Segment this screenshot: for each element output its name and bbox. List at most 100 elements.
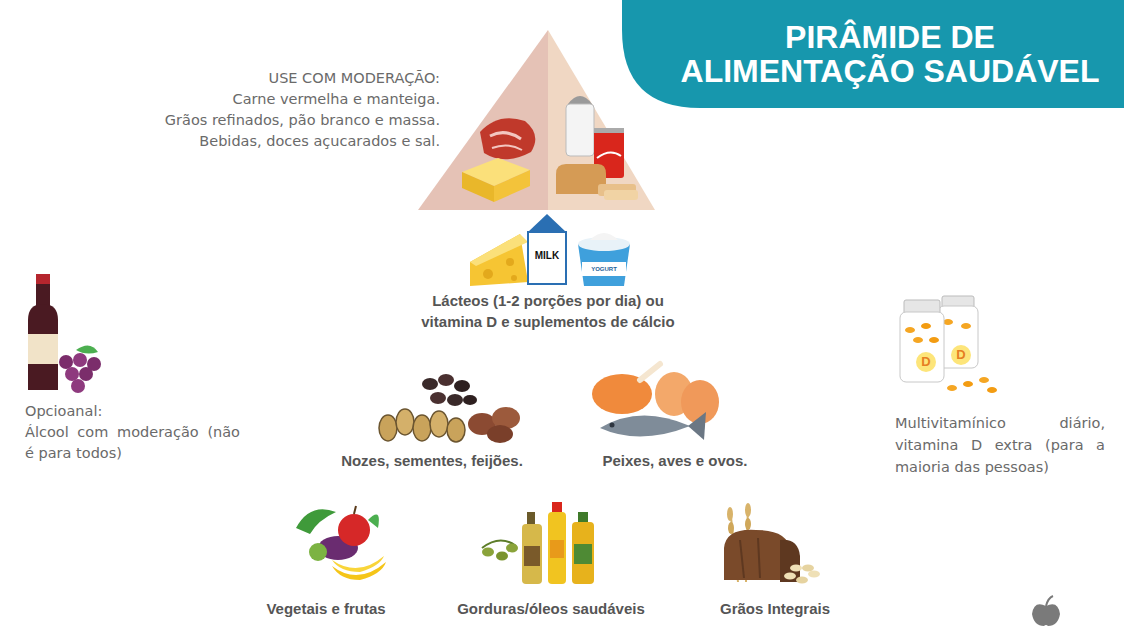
cheese-icon-part bbox=[470, 234, 528, 266]
fruits-vegetables-icon-part bbox=[354, 506, 356, 514]
oil-bottles-icon-part bbox=[524, 546, 540, 566]
yogurt-cup-icon-part bbox=[590, 233, 618, 240]
beans-icon-part bbox=[422, 378, 438, 390]
grapes-icon-part bbox=[71, 379, 85, 393]
olives-icon-part bbox=[482, 548, 494, 557]
walnuts-icon-part bbox=[487, 425, 513, 443]
band-fill bbox=[683, 500, 890, 631]
milk-carton-icon-part bbox=[528, 214, 566, 232]
band-fill bbox=[375, 226, 722, 334]
butter-icon-part bbox=[462, 172, 494, 202]
vitamin-bottles-icon-part bbox=[987, 387, 997, 393]
band-text-holder: Nozes, sementes, feijões. bbox=[317, 450, 547, 471]
grapes-icon-part bbox=[59, 355, 73, 369]
wine-bottle-icon-part bbox=[28, 304, 58, 390]
olives-icon bbox=[482, 540, 518, 560]
title-banner-part bbox=[622, 0, 1124, 108]
food-group-band: Grãos Integrais bbox=[683, 500, 890, 631]
milk-carton-icon bbox=[528, 214, 566, 284]
pyramid-top-triangle bbox=[418, 30, 655, 210]
meat-icon bbox=[480, 118, 535, 159]
note-text: Carne vermelha e manteiga. bbox=[100, 89, 440, 110]
vitamin-bottles-icon-part bbox=[905, 327, 915, 333]
grains-icon bbox=[784, 565, 820, 584]
fruits-vegetables-icon-part bbox=[338, 514, 370, 546]
food-group-label: Gorduras/óleos saudáveis bbox=[431, 598, 671, 619]
bread-loaf-icon-part bbox=[740, 540, 744, 578]
beans-icon-part bbox=[430, 392, 446, 404]
grapes-icon bbox=[59, 345, 101, 393]
oil-bottles-icon-part bbox=[527, 512, 535, 524]
cheese-icon-part bbox=[506, 258, 514, 266]
wine-bottle-icon-part bbox=[36, 274, 50, 306]
wine-bottle-icon bbox=[28, 274, 58, 390]
band-text-holder: Vegetais e frutas bbox=[231, 598, 421, 619]
band-fill bbox=[210, 500, 420, 631]
oil-bottles-icon-part bbox=[552, 502, 562, 512]
olives-icon-part bbox=[496, 552, 508, 561]
oil-bottles-icon bbox=[522, 502, 594, 584]
band-text-holder: Lácteos (1-2 porções por dia) ou vitamin… bbox=[408, 290, 688, 332]
grapes-icon-part bbox=[65, 367, 79, 381]
band-text-holder: Gorduras/óleos saudáveis bbox=[431, 598, 671, 619]
note-text: Álcool com moderação (não é para todos) bbox=[25, 422, 240, 464]
icon-label: MILK bbox=[497, 250, 597, 262]
label-holder: Grãos refinados, pão branco e massa. bbox=[100, 110, 440, 131]
icon-label: D bbox=[911, 348, 1011, 362]
grains-icon-part bbox=[796, 577, 808, 584]
beans-icon-part bbox=[447, 394, 463, 406]
cheese-icon bbox=[470, 234, 528, 286]
bread-icon-part bbox=[604, 190, 638, 200]
yogurt-cup-icon bbox=[578, 233, 630, 286]
food-group-band: Gorduras/óleos saudáveis bbox=[430, 500, 673, 631]
label-holder: Álcool com moderação (não é para todos) bbox=[25, 422, 240, 464]
vitamin-bottles-icon-part bbox=[947, 385, 957, 391]
fruits-vegetables-icon-part bbox=[309, 543, 327, 561]
grapes-icon-part bbox=[79, 367, 93, 381]
fish-icon-part bbox=[600, 415, 690, 436]
title-banner bbox=[622, 0, 1124, 108]
fish-icon-part bbox=[688, 412, 706, 440]
seeds-icon-part bbox=[379, 415, 397, 441]
label-holder: Bebidas, doces açucarados e sal. bbox=[100, 131, 440, 152]
vitamin-bottles-icon-part bbox=[961, 323, 971, 329]
label-holder: MILK bbox=[497, 250, 597, 262]
band-fill bbox=[292, 352, 549, 485]
beans-icon bbox=[422, 374, 477, 406]
bread-loaf-icon-part bbox=[758, 538, 760, 578]
wine-bottle-icon-part bbox=[36, 274, 50, 284]
chicken-icon-part bbox=[640, 364, 660, 380]
wine-bottle-icon-part bbox=[28, 334, 58, 364]
food-group-label: Nozes, sementes, feijões. bbox=[317, 450, 547, 471]
seeds-icon-part bbox=[430, 411, 448, 437]
grains-icon-part bbox=[808, 571, 820, 578]
label-holder: USE COM MODERAÇÃO: bbox=[100, 68, 440, 89]
beans-icon-part bbox=[463, 395, 477, 405]
seeds-icon-part bbox=[413, 415, 431, 441]
oil-bottles-icon-part bbox=[550, 540, 564, 558]
grapes-icon-part bbox=[73, 353, 87, 367]
vitamin-bottles-icon-part bbox=[979, 377, 989, 383]
oil-bottles-icon-part bbox=[572, 522, 594, 584]
food-group-label: Vegetais e frutas bbox=[231, 598, 421, 619]
food-group-label: Lácteos (1-2 porções por dia) ou vitamin… bbox=[408, 290, 688, 332]
icon-label: YOGURT bbox=[554, 265, 654, 273]
fruits-vegetables-icon-part bbox=[368, 515, 379, 528]
vitamin-bottles-icon-part bbox=[929, 337, 939, 343]
grains-icon-part bbox=[784, 573, 796, 580]
pyramid-top-triangle-part bbox=[548, 30, 655, 210]
meat-icon-part bbox=[480, 118, 535, 159]
food-group-band: Peixes, aves e ovos. bbox=[557, 352, 810, 485]
oil-bottles-icon-part bbox=[522, 524, 542, 584]
fruits-vegetables-icon bbox=[296, 506, 386, 580]
seeds-icon-part bbox=[447, 418, 465, 442]
salt-shaker-icon bbox=[566, 96, 594, 156]
butter-icon bbox=[462, 158, 530, 202]
band-text-holder: Grãos Integrais bbox=[685, 598, 865, 619]
butter-icon-part bbox=[494, 170, 530, 202]
oil-bottles-icon-part bbox=[578, 512, 588, 522]
vitamin-bottles-icon-part bbox=[913, 337, 923, 343]
bread-icon bbox=[556, 164, 638, 200]
apple-logo bbox=[1032, 596, 1060, 626]
